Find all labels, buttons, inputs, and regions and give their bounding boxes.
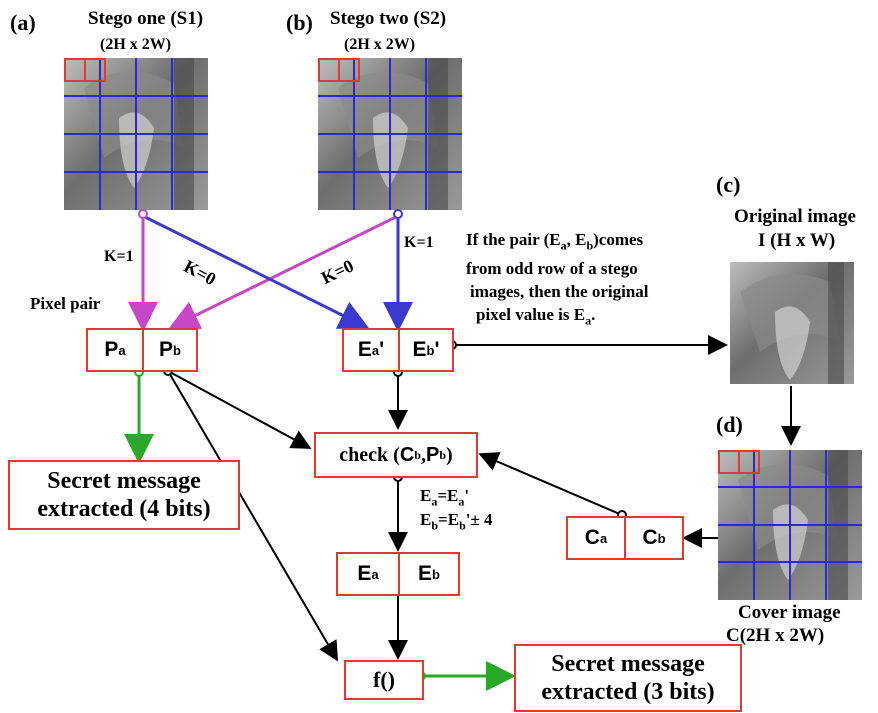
equation-eb: Eb=Eb'± 4	[420, 510, 493, 533]
cover-image-title: Cover image	[738, 602, 841, 623]
cover-image-size: C(2H x 2W)	[726, 625, 825, 646]
original-image-title: Original image	[734, 206, 856, 227]
stego-one-size: (2H x 2W)	[100, 36, 172, 53]
panel-label-c: (c)	[716, 172, 741, 197]
stego-two-title: Stego two (S2)	[330, 8, 447, 29]
original-image-size: I (H x W)	[758, 230, 836, 251]
equation-ea: Ea=Ea'	[420, 486, 470, 509]
edge-label-k1-right: K=1	[404, 234, 434, 251]
pixel-pair-label: Pixel pair	[30, 294, 101, 313]
stego-two-size: (2H x 2W)	[344, 36, 416, 53]
original-image	[730, 262, 854, 384]
secret-message-3-bits: Secret message extracted (3 bits)	[514, 644, 742, 712]
panel-label-b: (b)	[286, 10, 313, 35]
arrow-c-to-check	[478, 452, 623, 516]
panel-label-a: (a)	[10, 10, 36, 35]
arrow-pb-to-f	[167, 370, 339, 662]
secret-message-4-bits: Secret message extracted (4 bits)	[8, 460, 240, 530]
arrow-pb-to-check	[167, 370, 312, 449]
odd-row-note: If the pair (Ea, Eb)comes from odd row o…	[466, 230, 649, 328]
arrow-s2-k0	[168, 214, 399, 329]
stego-one-image	[64, 58, 208, 210]
function-f-box: f()	[344, 660, 424, 700]
stego-one-title: Stego one (S1)	[88, 8, 204, 29]
stego-two-image	[318, 58, 462, 210]
panel-label-d: (d)	[716, 412, 743, 437]
cover-image	[718, 450, 862, 600]
arrow-s1-k0	[142, 214, 370, 329]
edge-label-k1-left: K=1	[104, 248, 134, 265]
